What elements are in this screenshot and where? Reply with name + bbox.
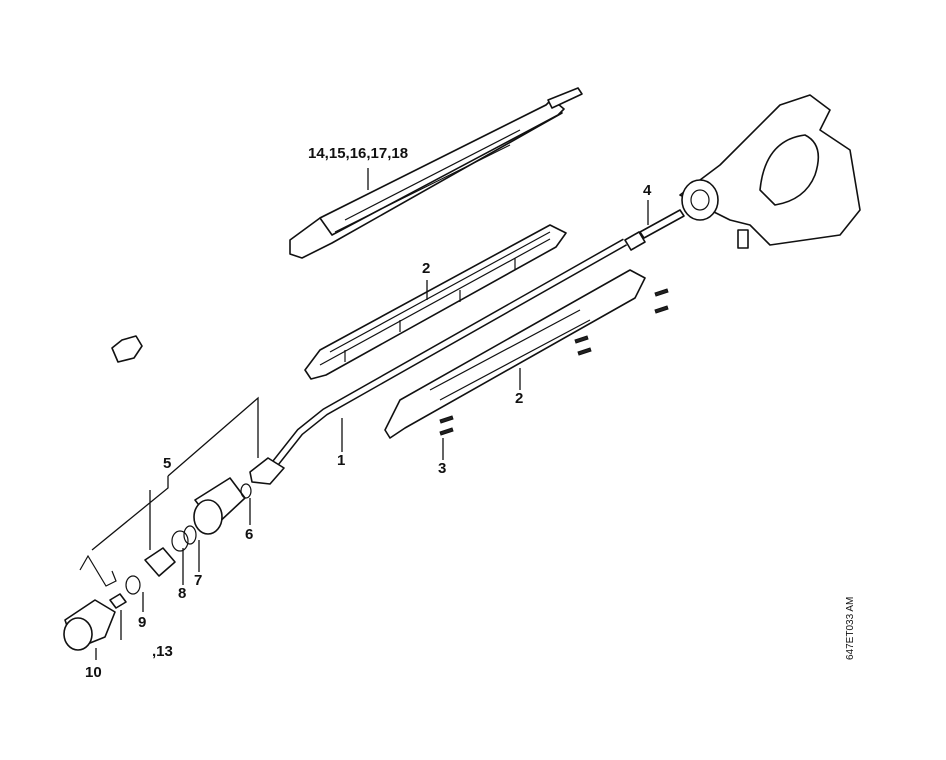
callout-8: 8	[178, 585, 187, 602]
callout-6: 6	[245, 526, 254, 543]
callout-9: 9	[138, 614, 147, 631]
callout-2-upper: 2	[422, 260, 431, 277]
callout-5: 5	[163, 455, 172, 472]
callout-1: 1	[337, 452, 346, 469]
lance-assembly-14-18	[111, 87, 583, 363]
leader-lines	[91, 168, 649, 660]
callout-14-18: 14,15,16,17,18	[308, 145, 409, 162]
callout-2-lower: 2	[515, 390, 524, 407]
callout-10: 10	[85, 664, 102, 681]
drawing-code: 647ET033 AM	[845, 596, 856, 660]
nozzle-parts	[63, 477, 252, 651]
callout-3: 3	[438, 460, 447, 477]
cover-half-2-lower	[384, 269, 646, 439]
callout-13: ,13	[152, 643, 173, 660]
callout-7: 7	[194, 572, 203, 589]
callout-4: 4	[643, 182, 652, 199]
connector-nipple-4	[624, 209, 685, 251]
trigger-gun	[679, 94, 861, 249]
cover-half-2-upper	[304, 224, 567, 380]
spray-pipe-1	[249, 238, 627, 485]
screws-3	[439, 288, 669, 436]
